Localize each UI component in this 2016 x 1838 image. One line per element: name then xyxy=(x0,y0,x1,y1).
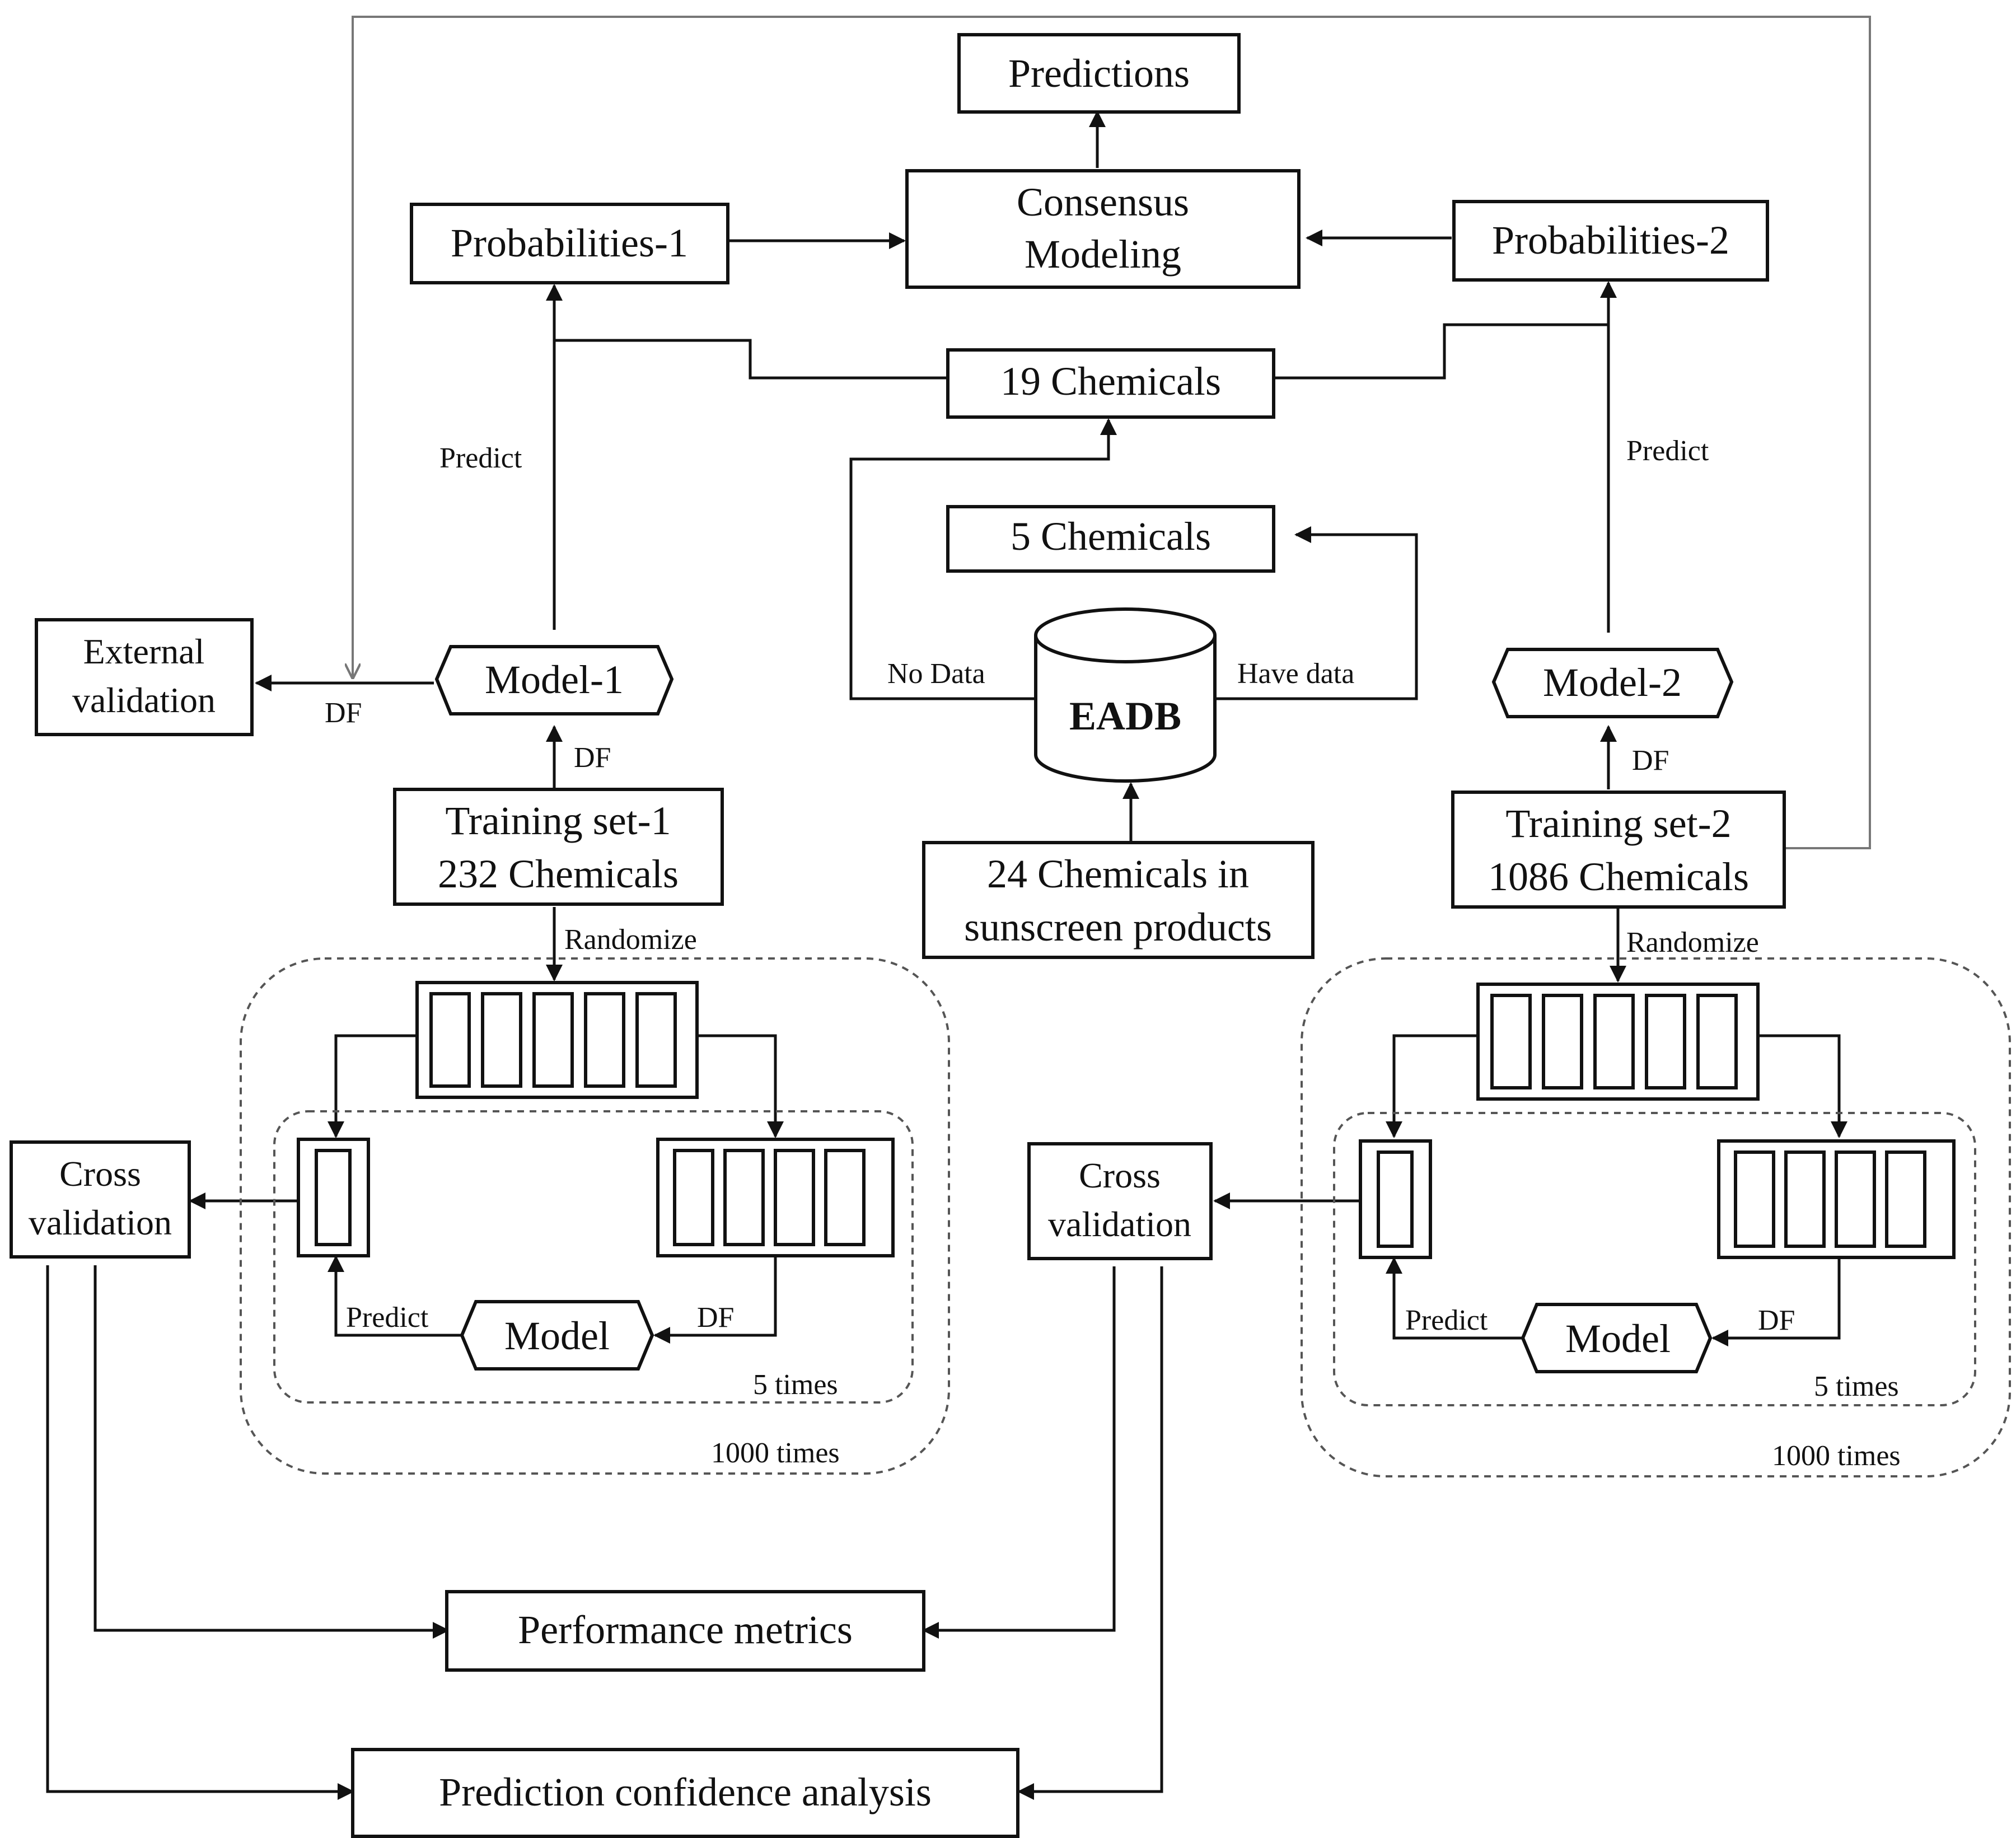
training-set-2-label-line2: 1086 Chemicals xyxy=(1488,854,1749,899)
training-set-1-box: Training set-1 232 Chemicals xyxy=(393,788,724,906)
train2-randomize-label: Randomize xyxy=(1626,927,1759,958)
probabilities-2-label: Probabilities-2 xyxy=(1492,218,1729,263)
chemicals-19-box: 19 Chemicals xyxy=(946,348,1275,419)
right-cv-to-performance-arrow xyxy=(922,1266,1116,1639)
consensus-label-line2: Modeling xyxy=(1025,232,1181,277)
left-outer-loop-group xyxy=(240,957,950,1475)
right-cross-validation-label-line1: Cross xyxy=(1079,1156,1161,1195)
left-training-folds xyxy=(656,1138,895,1257)
left-split-to-train-arrow xyxy=(697,1034,784,1138)
eadb-database: EADB xyxy=(1034,607,1217,783)
left-split-to-test-arrow xyxy=(328,1034,417,1138)
right-inner-loop-group xyxy=(1333,1112,1976,1406)
training-set-1-label-line2: 232 Chemicals xyxy=(438,852,679,896)
eadb-nodata-arrow xyxy=(849,418,1117,700)
right-split-to-train-arrow xyxy=(1758,1034,1847,1138)
no-data-label: No Data xyxy=(887,658,985,690)
left-inner-model-label: Model xyxy=(504,1313,610,1358)
right-five-times-label: 5 times xyxy=(1814,1371,1899,1402)
right-cross-validation-box: Cross validation xyxy=(1027,1142,1213,1260)
consensus-modeling-box: Consensus Modeling xyxy=(905,169,1301,289)
eadb-havedata-arrow xyxy=(1215,526,1418,700)
probabilities-2-box: Probabilities-2 xyxy=(1452,200,1769,282)
model1-predict-label: Predict xyxy=(439,442,522,474)
sunscreen-label-line2: sunscreen products xyxy=(964,905,1272,950)
right-thousand-times-label: 1000 times xyxy=(1772,1440,1901,1472)
chemicals-5-label: 5 Chemicals xyxy=(1011,514,1211,559)
probabilities-1-label: Probabilities-1 xyxy=(451,221,688,265)
left-model-predict-arrow xyxy=(328,1255,462,1337)
left-five-times-label: 5 times xyxy=(753,1369,838,1401)
sunscreen-label-line1: 24 Chemicals in xyxy=(987,852,1249,896)
connectors xyxy=(46,16,1871,1800)
training-set-2-label-line1: Training set-2 xyxy=(1505,801,1731,846)
external-validation-label-line2: validation xyxy=(72,680,216,720)
prediction-confidence-box: Prediction confidence analysis xyxy=(351,1748,1019,1838)
left-inner-model-hexagon: Model xyxy=(460,1300,654,1371)
model2-predict-label: Predict xyxy=(1626,435,1709,467)
left-train-to-model-arrow xyxy=(653,1257,777,1344)
right-inner-predict-label: Predict xyxy=(1405,1304,1488,1336)
feedback-loop-arrow xyxy=(353,16,1871,849)
model-2-hexagon: Model-2 xyxy=(1491,648,1734,718)
training-set-1-label-line1: Training set-1 xyxy=(445,798,671,843)
prediction-confidence-label: Prediction confidence analysis xyxy=(439,1770,932,1814)
chemicals-19-label: 19 Chemicals xyxy=(1000,359,1221,404)
have-data-label: Have data xyxy=(1237,658,1354,690)
external-validation-box: External validation xyxy=(35,618,254,736)
chem19-to-right-branch xyxy=(1274,323,1608,380)
left-cv-to-performance-arrow xyxy=(93,1265,450,1639)
left-fold-split-stack xyxy=(415,981,699,1099)
left-cross-validation-label-line2: validation xyxy=(29,1203,172,1242)
left-test-fold xyxy=(297,1138,370,1257)
sunscreen-chemicals-box: 24 Chemicals in sunscreen products xyxy=(922,841,1315,959)
left-inner-df-label: DF xyxy=(697,1302,734,1334)
external-validation-label-line1: External xyxy=(83,632,205,671)
train1-df-label: DF xyxy=(574,742,611,774)
right-split-to-test-arrow xyxy=(1386,1034,1478,1138)
performance-metrics-box: Performance metrics xyxy=(445,1590,925,1672)
model-1-hexagon: Model-1 xyxy=(434,645,674,715)
training-set-2-box: Training set-2 1086 Chemicals xyxy=(1451,791,1786,909)
left-inner-loop-group xyxy=(273,1110,914,1404)
right-inner-model-hexagon: Model xyxy=(1521,1303,1713,1373)
chem19-to-left-branch xyxy=(554,339,946,380)
external-df-label: DF xyxy=(325,697,362,729)
left-cv-to-confidence-arrow xyxy=(46,1265,354,1800)
chemicals-5-box: 5 Chemicals xyxy=(946,505,1275,573)
model-2-label: Model-2 xyxy=(1543,660,1682,705)
predictions-box: Predictions xyxy=(957,33,1241,114)
right-cv-to-confidence-arrow xyxy=(1017,1266,1163,1800)
right-test-fold xyxy=(1359,1139,1432,1259)
left-thousand-times-label: 1000 times xyxy=(711,1437,840,1469)
right-outer-loop-group xyxy=(1301,957,2011,1477)
right-inner-df-label: DF xyxy=(1758,1304,1795,1336)
right-train-to-model-arrow xyxy=(1711,1259,1841,1346)
right-model-predict-arrow xyxy=(1386,1257,1523,1340)
train1-randomize-label: Randomize xyxy=(564,924,697,956)
right-training-folds xyxy=(1717,1139,1956,1259)
consensus-label-line1: Consensus xyxy=(1017,180,1189,225)
train2-df-label: DF xyxy=(1632,745,1669,777)
left-inner-predict-label: Predict xyxy=(346,1302,429,1334)
right-fold-split-stack xyxy=(1476,983,1760,1101)
left-cross-validation-box: Cross validation xyxy=(10,1140,191,1259)
right-inner-model-label: Model xyxy=(1565,1316,1671,1361)
right-cross-validation-label-line2: validation xyxy=(1048,1204,1191,1244)
predictions-label: Predictions xyxy=(1008,51,1190,96)
model-1-label: Model-1 xyxy=(485,657,624,702)
probabilities-1-box: Probabilities-1 xyxy=(410,203,729,284)
eadb-label: EADB xyxy=(1069,694,1181,738)
performance-metrics-label: Performance metrics xyxy=(518,1607,853,1652)
left-cross-validation-label-line1: Cross xyxy=(59,1154,141,1194)
